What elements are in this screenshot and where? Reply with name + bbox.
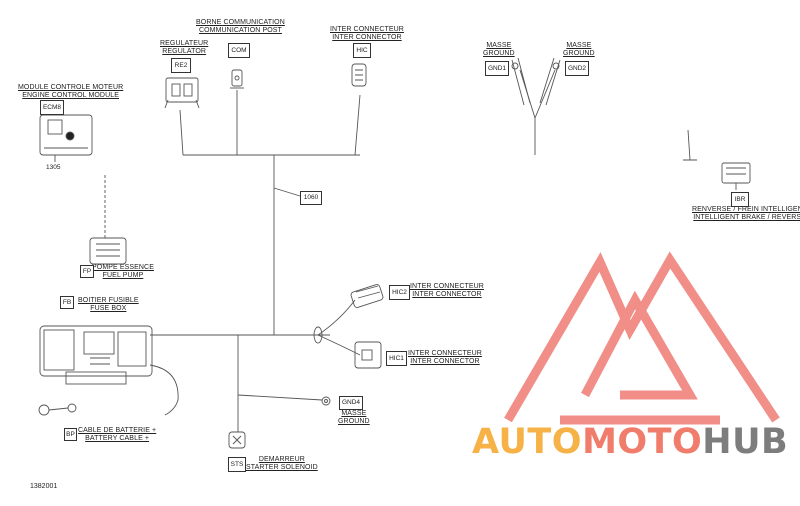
ecm-part-number: 1305 <box>46 164 61 171</box>
code-box-fp: FP <box>80 265 94 278</box>
battery-wire <box>149 364 179 416</box>
battery-terminals-drawing <box>38 403 77 416</box>
code-box-hic2: HIC2 <box>389 285 410 300</box>
code-box-gnd2: GND2 <box>565 61 589 76</box>
regulator-wire <box>179 109 184 156</box>
ecm-drawing <box>39 114 93 162</box>
hic-connector-drawing <box>351 63 367 87</box>
ground-y-right <box>534 69 556 119</box>
ground-leads-drawing <box>511 57 561 106</box>
harness-code: 1060 <box>300 191 322 205</box>
hic1-wire <box>317 334 361 356</box>
code-box-gnd1: GND1 <box>485 61 509 76</box>
code-box-fb: FB <box>60 296 74 309</box>
code-box-ecm8: ECM8 <box>40 100 64 115</box>
com-post-drawing <box>230 69 244 89</box>
hic1-drawing <box>354 341 382 369</box>
label-battery-cable: CABLE DE BATTERIE +BATTERY CABLE + <box>78 427 157 442</box>
code-box-sts: STS <box>228 457 246 472</box>
hic-wire <box>354 94 361 156</box>
watermark-moto: MOTO <box>582 422 703 462</box>
watermark-hub: HUB <box>702 422 789 462</box>
splice <box>313 326 323 344</box>
figure-number: 1382001 <box>30 483 58 490</box>
harness-callout <box>273 187 301 197</box>
fuse-box-drawing <box>39 325 153 385</box>
ground4-wire <box>237 394 323 401</box>
fuel-pump-drawing <box>89 237 127 265</box>
regulator-drawing <box>164 77 200 109</box>
watermark-text: AUTOMOTOHUB <box>472 422 788 462</box>
code-box-re2: RE2 <box>171 58 191 73</box>
watermark-auto: AUTO <box>472 422 583 462</box>
watermark-logo <box>504 251 780 425</box>
code-box-hic1: HIC1 <box>386 351 407 366</box>
code-box-ibr: IBR <box>731 192 749 207</box>
code-box-hic: HIC <box>353 43 371 58</box>
code-box-gnd4: GND4 <box>339 396 363 410</box>
hic2-wire <box>317 299 356 336</box>
code-box-com: COM <box>228 43 250 58</box>
starter-drawing <box>228 431 246 449</box>
gnd4-drawing <box>321 396 331 406</box>
code-box-bp: BP <box>64 428 77 441</box>
ibr-drawing <box>683 129 751 190</box>
hic2-drawing <box>350 284 384 308</box>
